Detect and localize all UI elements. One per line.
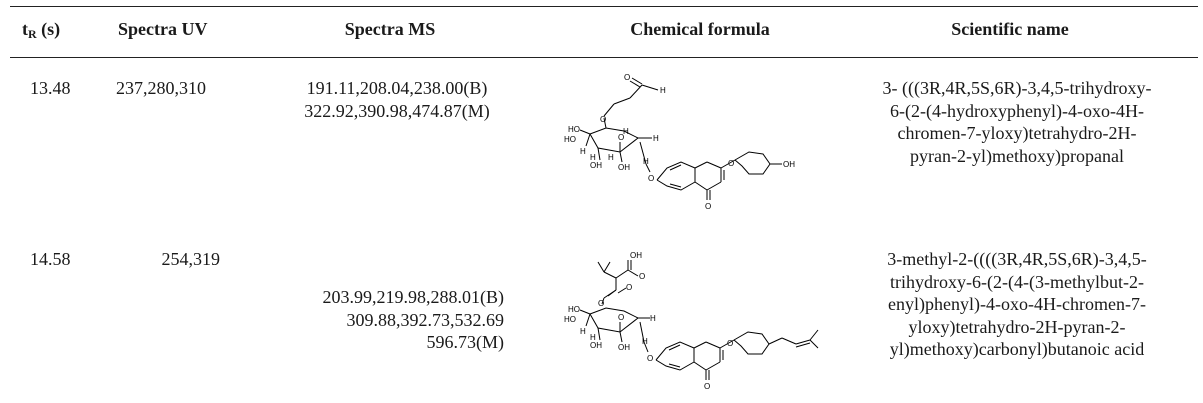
structure-label: O — [727, 339, 733, 348]
row2-scientific-name: 3-methyl-2-((((3R,4R,5S,6R)-3,4,5- trihy… — [842, 248, 1192, 361]
header-spectra-uv: Spectra UV — [118, 19, 208, 39]
name-line: pyran-2-yl)methoxy)propanal — [910, 145, 1124, 166]
structure-label: OH — [618, 343, 630, 352]
header-scientific-name: Scientific name — [951, 19, 1069, 39]
ms-line: 596.73(M) — [426, 332, 505, 352]
structure-label: OH — [783, 160, 795, 169]
structure-label: H — [653, 134, 659, 143]
row1-spectra-uv: 237,280,310 — [116, 78, 206, 98]
ms-line: 191.11,208.04,238.00(B) — [306, 78, 488, 98]
structure-label: O — [704, 382, 710, 391]
structure-label: O — [624, 73, 630, 82]
structure-label: O — [728, 159, 734, 168]
ms-line: 309.88,392.73,532.69 — [346, 309, 505, 330]
structure-label: H — [590, 333, 596, 342]
structure-label: OH — [590, 341, 602, 350]
ms-line: 322.92,390.98,474.87(M) — [304, 100, 490, 121]
row1-structure-drawing: O H HO O HO H H O H H H OH OH H O O OH O — [564, 73, 795, 211]
row1-spectra-ms: 191.11,208.04,238.00(B) 322.92,390.98,47… — [252, 77, 542, 122]
structure-label: H — [660, 86, 666, 95]
header-bottom-rule — [10, 57, 1198, 58]
header-retention-time: tR (s) — [22, 18, 60, 45]
name-line: yloxy)tetrahydro-2H-pyran-2- — [908, 316, 1126, 337]
structure-label: O — [639, 272, 645, 281]
row2-structure-drawing: OH O O O HO H O HO H H OH OH H O O O — [564, 251, 819, 391]
name-line: 6-(2-(4-hydroxyphenyl)-4-oxo-4H- — [890, 100, 1144, 121]
structure-label: O — [598, 299, 604, 308]
header-tr-main: t — [22, 19, 28, 39]
structure-label: O — [648, 174, 654, 183]
structure-label: HO — [564, 135, 576, 144]
header-tr-sub: R — [28, 27, 37, 41]
structure-label: O — [705, 202, 711, 211]
structure-label: H — [643, 157, 649, 166]
structure-label: H — [642, 337, 648, 346]
structure-label: O — [618, 133, 624, 142]
structure-label: OH — [618, 163, 630, 172]
name-line: chromen-7-yloxy)tetrahydro-2H- — [897, 123, 1137, 143]
structure-label: H — [608, 153, 614, 162]
row1-scientific-name: 3- (((3R,4R,5S,6R)-3,4,5-trihydroxy- 6-(… — [842, 77, 1192, 167]
structure-label: HO — [568, 125, 580, 134]
structure-label: OH — [630, 251, 642, 260]
structure-label: H — [580, 327, 586, 336]
ms-line: 203.99,219.98,288.01(B) — [322, 287, 505, 307]
row1-retention-time: 13.48 — [30, 78, 71, 98]
row2-retention-time: 14.58 — [30, 249, 71, 269]
table-top-rule — [10, 6, 1198, 7]
structure-label: H — [590, 153, 596, 162]
structure-label: O — [600, 115, 606, 124]
structure-label: O — [626, 283, 632, 292]
structure-label: H — [580, 147, 586, 156]
row2-chemical-structure: OH O O O HO H O HO H H OH OH H O O O — [560, 248, 860, 398]
name-line: 3- (((3R,4R,5S,6R)-3,4,5-trihydroxy- — [882, 78, 1152, 98]
row1-chemical-structure: O H HO O HO H H O H H H OH OH H O O OH O — [560, 68, 860, 218]
structure-label: H — [650, 314, 656, 323]
structure-label: O — [647, 354, 653, 363]
name-line: trihydroxy-6-(2-(4-(3-methylbut-2- — [890, 271, 1144, 292]
name-line: enyl)phenyl)-4-oxo-4H-chromen-7- — [888, 294, 1146, 314]
name-line: 3-methyl-2-((((3R,4R,5S,6R)-3,4,5- — [887, 249, 1147, 269]
row2-spectra-ms: 203.99,219.98,288.01(B) 309.88,392.73,53… — [252, 286, 505, 354]
structure-label: O — [618, 313, 624, 322]
header-chemical-formula: Chemical formula — [630, 19, 770, 39]
structure-label: HO — [568, 305, 580, 314]
header-tr-unit: (s) — [36, 19, 61, 39]
header-spectra-ms: Spectra MS — [344, 19, 436, 39]
structure-label: HO — [564, 315, 576, 324]
name-line: yl)methoxy)carbonyl)butanoic acid — [889, 339, 1145, 359]
row2-spectra-uv: 254,319 — [161, 249, 221, 269]
structure-label: H — [623, 127, 629, 136]
structure-label: OH — [590, 161, 602, 170]
